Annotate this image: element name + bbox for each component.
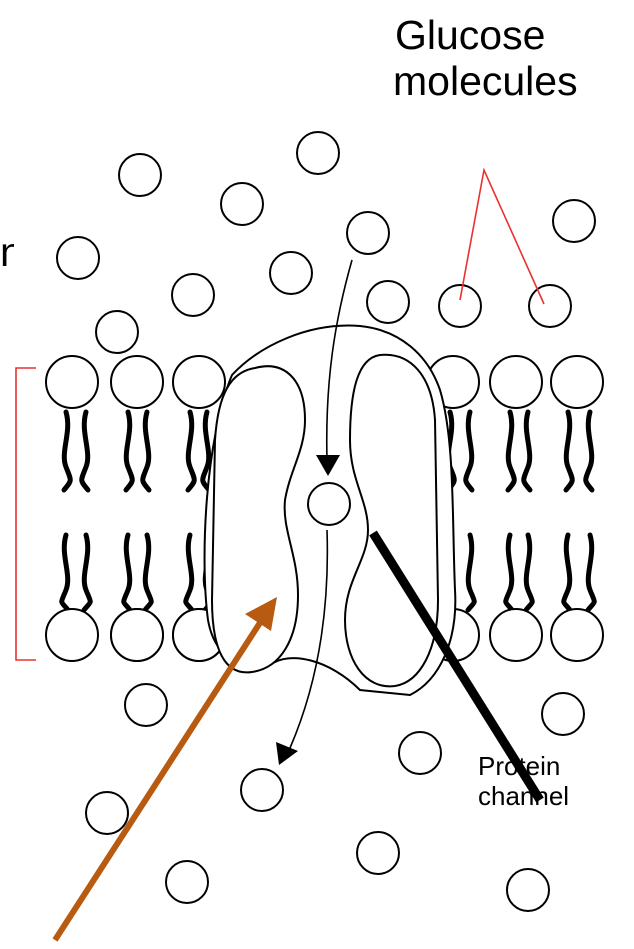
- glucose-molecule: [507, 869, 549, 911]
- phospholipid-head: [46, 356, 98, 408]
- phospholipid-head: [111, 356, 163, 408]
- glucose-label-line2: molecules: [393, 61, 578, 102]
- glucose-molecule: [241, 769, 283, 811]
- lipid-tail: [62, 535, 68, 610]
- glucose-molecule: [172, 274, 214, 316]
- lipid-tail: [588, 535, 594, 610]
- glucose-molecule: [357, 832, 399, 874]
- lipid-tail: [506, 535, 512, 610]
- glucose-molecule: [439, 285, 481, 327]
- phospholipid-head: [551, 609, 603, 661]
- glucose-molecule: [542, 693, 584, 735]
- lipid-tail: [466, 412, 472, 490]
- glucose-molecule: [367, 281, 409, 323]
- glucose-molecule: [221, 183, 263, 225]
- lipid-tail: [186, 535, 192, 610]
- phospholipid-head: [173, 356, 225, 408]
- glucose-molecule: [96, 311, 138, 353]
- glucose-molecule: [57, 237, 99, 279]
- lipid-tail: [586, 412, 592, 490]
- lipid-tail: [145, 535, 151, 610]
- phospholipid-head: [111, 609, 163, 661]
- glucose-molecule: [119, 154, 161, 196]
- lipid-tail: [82, 412, 88, 490]
- exit-arrowhead: [276, 742, 298, 765]
- lipid-tail: [64, 412, 70, 490]
- glucose-molecule: [270, 252, 312, 294]
- lipid-tail: [564, 535, 570, 610]
- brown-arrow-shaft: [55, 615, 265, 940]
- left-edge-text-fragment: n: [0, 232, 14, 273]
- glucose-molecule: [86, 792, 128, 834]
- phospholipid-head: [490, 609, 542, 661]
- phospholipid-head: [551, 356, 603, 408]
- glucose-molecule: [553, 200, 595, 242]
- membrane-bracket: [16, 368, 36, 660]
- lipid-tail: [524, 412, 530, 490]
- phospholipid-head: [490, 356, 542, 408]
- lipid-tail: [188, 412, 194, 490]
- lipid-tail: [566, 412, 572, 490]
- protein-label-line1: Protein: [478, 753, 560, 779]
- lipid-tail: [126, 412, 132, 490]
- glucose-molecule: [529, 285, 571, 327]
- lipid-tail: [508, 412, 514, 490]
- glucose-molecule: [399, 732, 441, 774]
- lipid-tail: [526, 535, 532, 610]
- lipid-tail: [84, 535, 90, 610]
- glucose-in-channel: [308, 483, 350, 525]
- lipid-tail: [143, 412, 149, 490]
- lipid-tail: [468, 535, 474, 610]
- glucose-molecule: [347, 212, 389, 254]
- phospholipid-head: [46, 609, 98, 661]
- glucose-molecule: [166, 861, 208, 903]
- glucose-molecule: [125, 684, 167, 726]
- protein-label-line2: channel: [478, 783, 569, 809]
- lipid-tail: [124, 535, 130, 610]
- glucose-label-line1: Glucose: [395, 15, 545, 56]
- glucose-molecule: [297, 132, 339, 174]
- glucose-pointer-lines: [460, 170, 544, 304]
